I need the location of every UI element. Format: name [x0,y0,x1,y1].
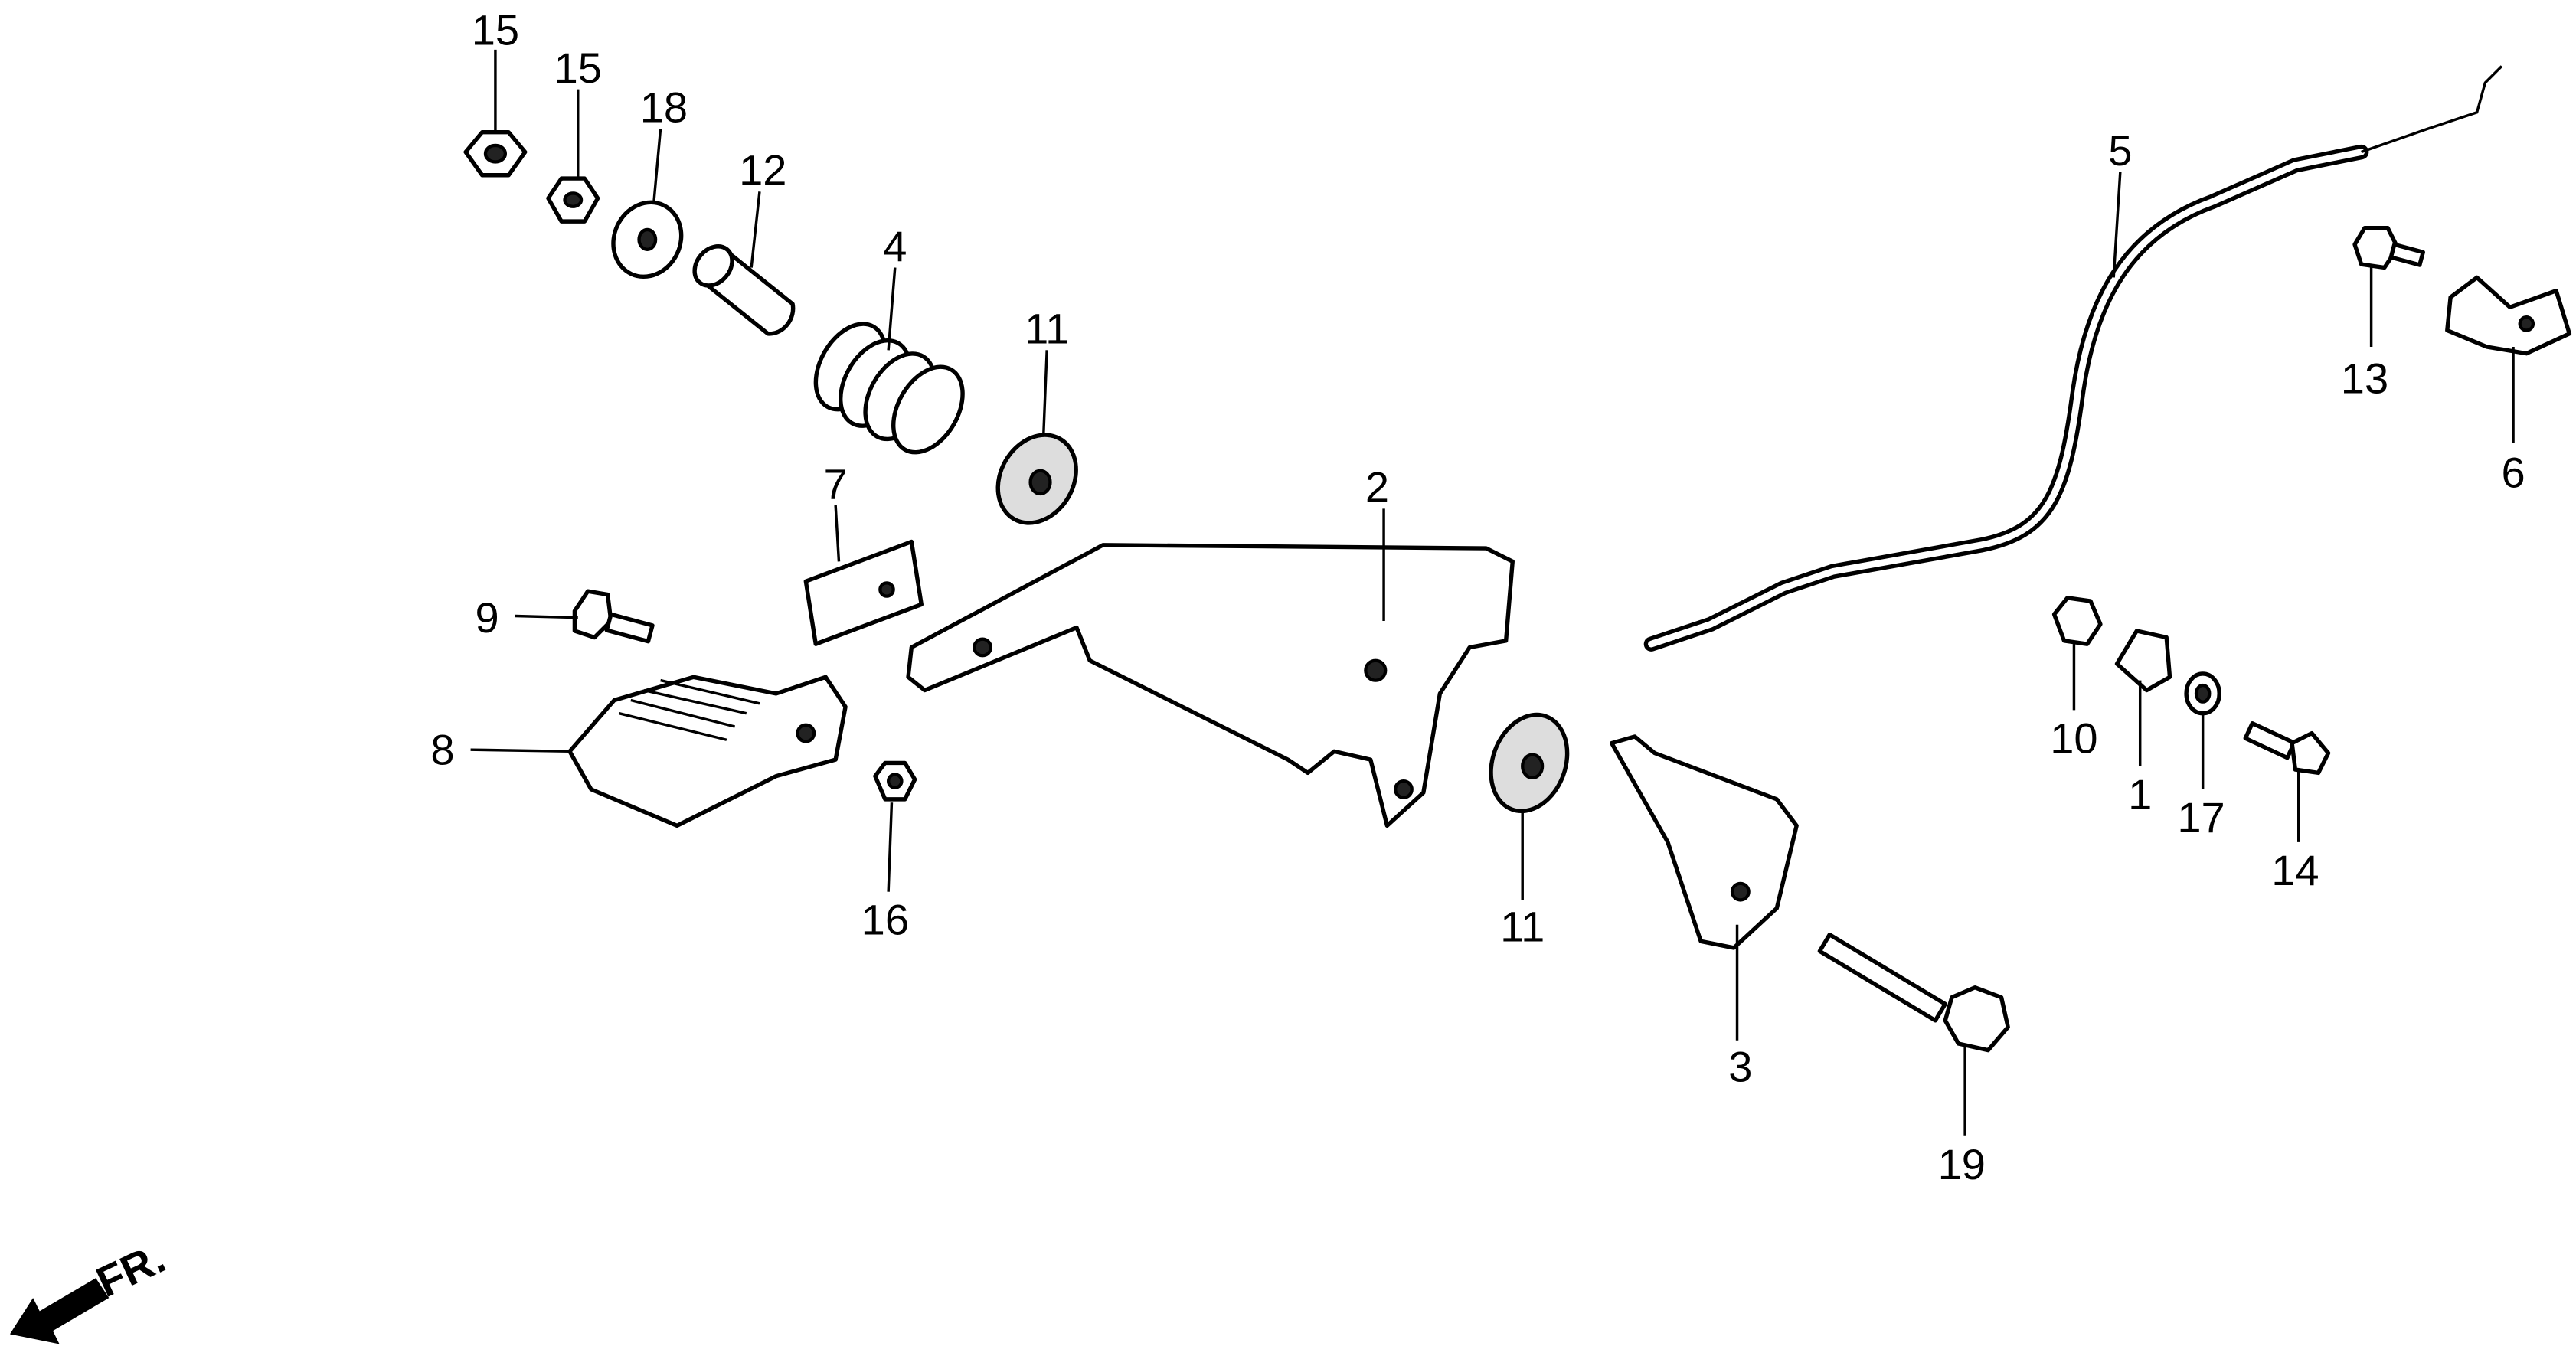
callout-9: 9 [476,593,499,642]
callout-15: 15 [554,44,602,92]
part-18-washer[interactable] [601,191,693,288]
callout-12: 12 [739,146,786,194]
callout-8: 8 [430,726,454,774]
leader-lines [470,49,2515,1136]
callout-3: 3 [1728,1043,1752,1091]
part-14-bolt[interactable] [2243,720,2331,776]
part-17-washer[interactable] [2184,671,2221,716]
part-8-pedal-pad[interactable] [567,675,848,828]
callout-15: 15 [472,5,519,54]
callout-11: 11 [1025,305,1069,353]
callout-4: 4 [883,222,907,270]
callout-19: 19 [1938,1140,1986,1188]
part-3-pedal-arm[interactable] [1609,734,1799,950]
callout-17: 17 [2177,793,2225,841]
callout-7: 7 [824,459,848,508]
callout-13: 13 [2341,354,2388,402]
part-10-nut[interactable] [2051,596,2103,646]
part-5-cable[interactable] [1643,65,2503,652]
part-1-cable-clamp[interactable] [2114,629,2172,693]
part-12-collar[interactable] [687,239,796,336]
callout-1: 1 [2128,770,2152,818]
part-9-bolt[interactable] [572,589,655,644]
front-direction-arrow-icon [9,1278,110,1344]
callout-2: 2 [1365,463,1389,511]
part-7-plate[interactable] [803,539,924,646]
part-4-spring[interactable] [802,312,977,464]
callout-14: 14 [2271,846,2319,894]
part-11-rubber-washer-a[interactable] [982,421,1092,537]
part-19-bolt[interactable] [1817,933,2010,1053]
part-11-rubber-washer-b[interactable] [1478,704,1580,822]
part-6-clip[interactable] [2445,275,2572,356]
part-15-nut-b[interactable] [546,176,600,224]
part-2-bracket[interactable] [906,543,1515,828]
callout-6: 6 [2501,448,2525,496]
callout-5: 5 [2108,126,2132,175]
part-13-bolt[interactable] [2352,226,2425,270]
part-16-nut[interactable] [873,760,917,802]
callout-11: 11 [1500,902,1545,950]
callout-18: 18 [640,83,688,132]
callout-16: 16 [861,896,909,944]
callout-10: 10 [2050,714,2097,762]
part-15-nut-a[interactable] [463,129,528,178]
